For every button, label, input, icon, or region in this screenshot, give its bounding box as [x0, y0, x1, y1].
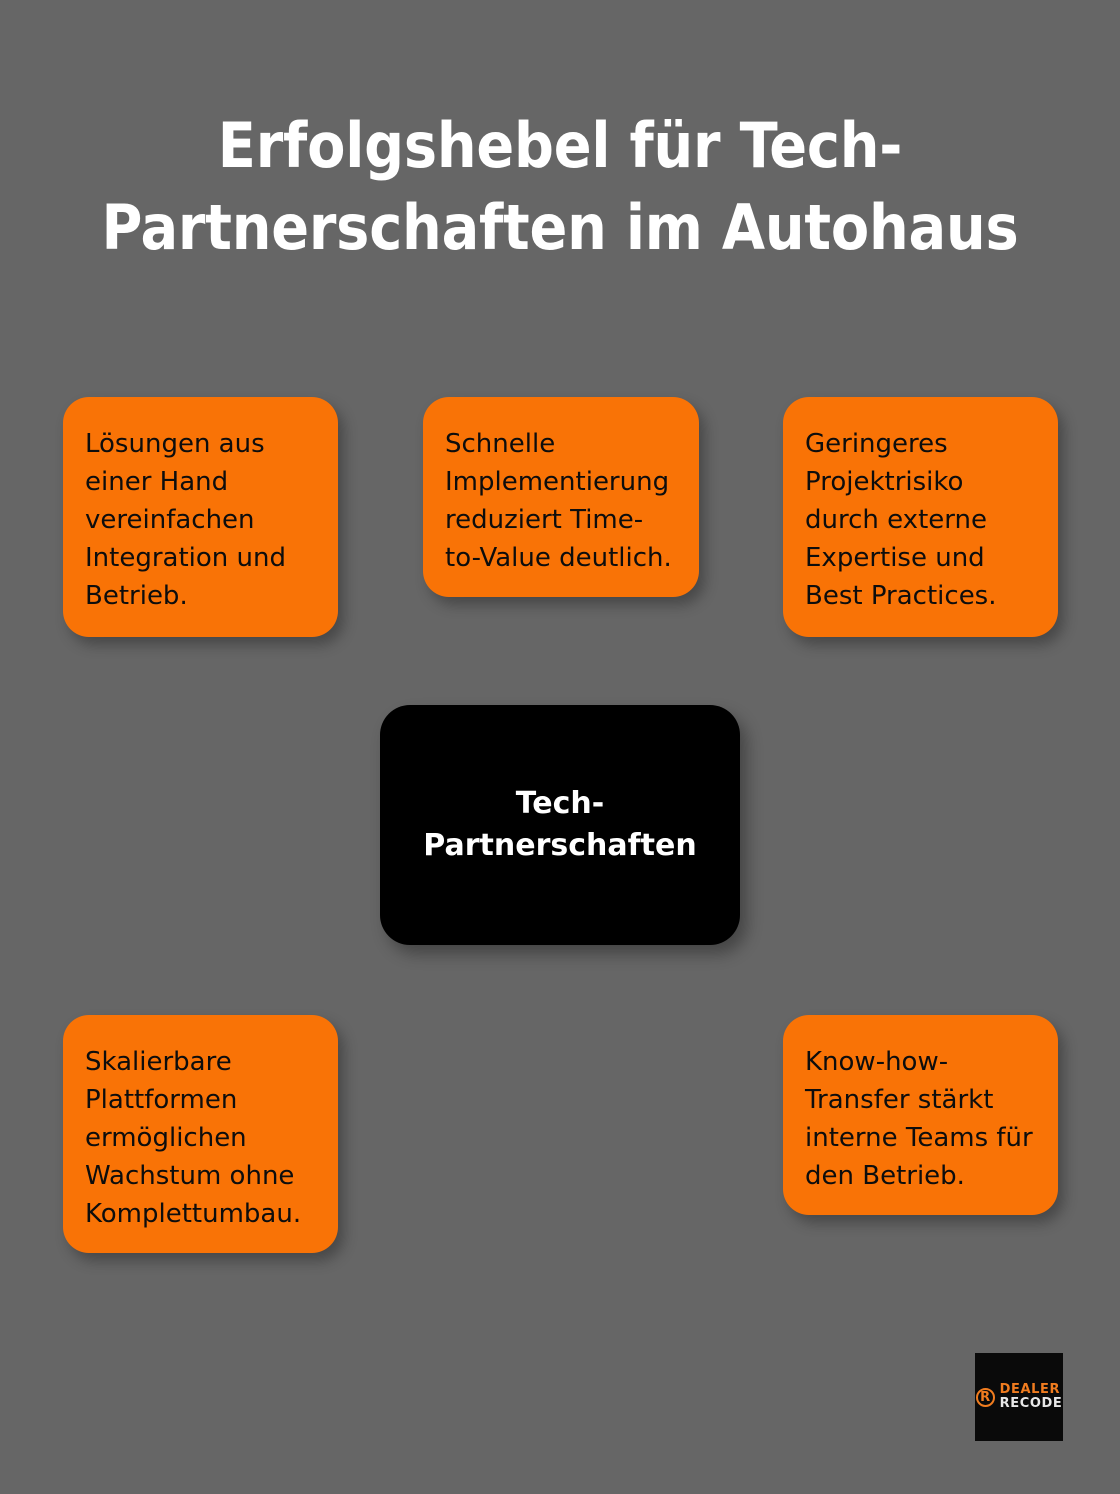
benefit-card-5: Know-how-Transfer stärkt interne Teams f… [783, 1015, 1058, 1215]
logo-line-recode: RECODE [999, 1396, 1063, 1411]
benefit-card-1: Lösungen aus einer Hand vereinfachen Int… [63, 397, 338, 637]
circled-r-icon: R [975, 1387, 995, 1407]
benefit-card-3-text: Geringeres Projektrisiko durch externe E… [805, 429, 997, 611]
center-node-label: Tech-Partnerschaften [423, 786, 697, 863]
benefit-card-4: Skalierbare Plattformen ermöglichen Wach… [63, 1015, 338, 1253]
benefit-card-2-text: Schnelle Implementierung reduziert Time-… [445, 429, 672, 573]
logo-inner: R DEALER RECODE [975, 1383, 1063, 1410]
logo-wordmark: DEALER RECODE [1000, 1383, 1063, 1410]
center-node: Tech-Partnerschaften [380, 705, 740, 945]
benefit-card-1-text: Lösungen aus einer Hand vereinfachen Int… [85, 429, 286, 611]
logo-line-dealer: DEALER [999, 1382, 1061, 1398]
benefit-card-5-text: Know-how-Transfer stärkt interne Teams f… [805, 1047, 1033, 1191]
dealer-recode-logo: R DEALER RECODE [975, 1353, 1063, 1441]
page-title: Erfolgshebel für Tech-Partnerschaften im… [101, 109, 1019, 264]
benefit-card-4-text: Skalierbare Plattformen ermöglichen Wach… [85, 1047, 302, 1229]
logo-mark-letter: R [980, 1389, 991, 1405]
benefit-card-2: Schnelle Implementierung reduziert Time-… [423, 397, 699, 597]
benefit-card-3: Geringeres Projektrisiko durch externe E… [783, 397, 1058, 637]
